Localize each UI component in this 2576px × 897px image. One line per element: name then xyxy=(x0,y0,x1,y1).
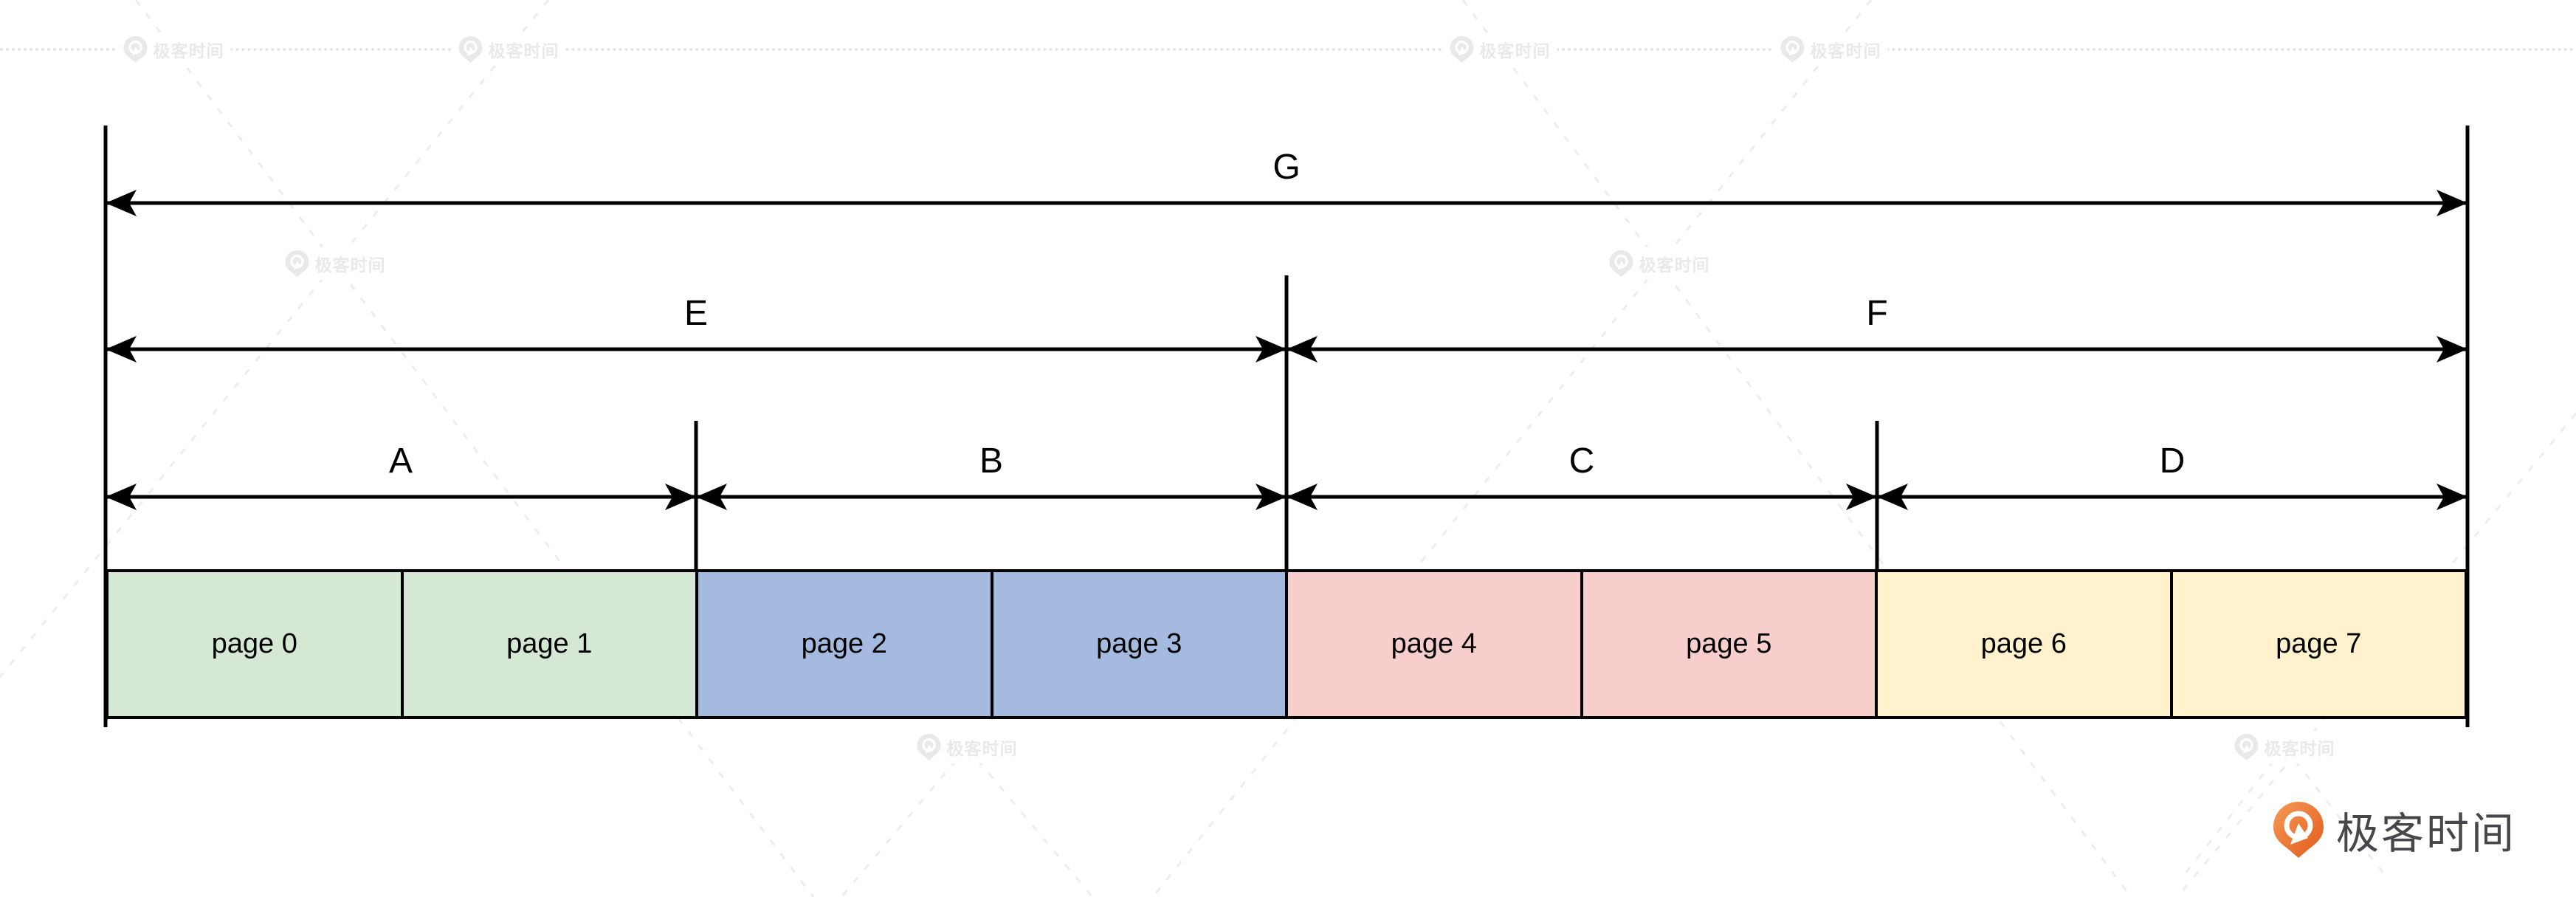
geektime-watermark-icon xyxy=(285,250,309,277)
span-label-C: C xyxy=(1569,441,1595,481)
geektime-watermark-icon xyxy=(2234,734,2259,760)
geektime-logo-icon xyxy=(2273,802,2324,858)
span-label-D: D xyxy=(2160,441,2186,481)
watermark-text: 极客时间 xyxy=(153,41,224,61)
page-cell: page 2 xyxy=(695,572,991,716)
page-cell: page 7 xyxy=(2169,572,2465,716)
span-label-G: G xyxy=(1272,148,1300,187)
watermark-text: 极客时间 xyxy=(488,41,559,61)
page-cell: page 1 xyxy=(400,572,695,716)
geektime-logo-text: 极客时间 xyxy=(2336,810,2517,858)
geektime-logo: 极客时间 xyxy=(2272,799,2516,861)
watermark-dotted-line xyxy=(0,48,2576,51)
watermark-text: 极客时间 xyxy=(946,739,1018,758)
watermark: 极客时间 xyxy=(451,33,566,66)
geektime-watermark-icon xyxy=(1450,36,1474,63)
page-cell: page 0 xyxy=(109,572,401,716)
watermark-text: 极客时间 xyxy=(2264,739,2335,758)
page-cell: page 4 xyxy=(1285,572,1580,716)
page-cell: page 5 xyxy=(1580,572,1875,716)
page-cell: page 6 xyxy=(1875,572,2170,716)
watermark: 极客时间 xyxy=(909,731,1024,763)
watermark: 极客时间 xyxy=(2227,731,2342,763)
span-label-E: E xyxy=(684,294,708,333)
watermark: 极客时间 xyxy=(1442,33,1557,66)
watermark: 极客时间 xyxy=(278,247,393,280)
watermark: 极客时间 xyxy=(1602,247,1717,280)
watermark-text: 极客时间 xyxy=(1479,41,1551,61)
watermark: 极客时间 xyxy=(116,33,231,66)
watermark: 极客时间 xyxy=(1773,33,1888,66)
geektime-watermark-icon xyxy=(917,734,941,760)
geektime-watermark-icon xyxy=(123,36,148,63)
span-label-A: A xyxy=(389,441,413,481)
page-cell: page 3 xyxy=(990,572,1285,716)
span-label-F: F xyxy=(1866,294,1887,333)
geektime-watermark-icon xyxy=(458,36,483,63)
geektime-watermark-icon xyxy=(1780,36,1805,63)
geektime-watermark-icon xyxy=(1609,250,1633,277)
watermark-text: 极客时间 xyxy=(1639,255,1710,275)
watermark-text: 极客时间 xyxy=(314,255,386,275)
span-label-B: B xyxy=(979,441,1003,481)
watermark-text: 极客时间 xyxy=(1810,41,1881,61)
